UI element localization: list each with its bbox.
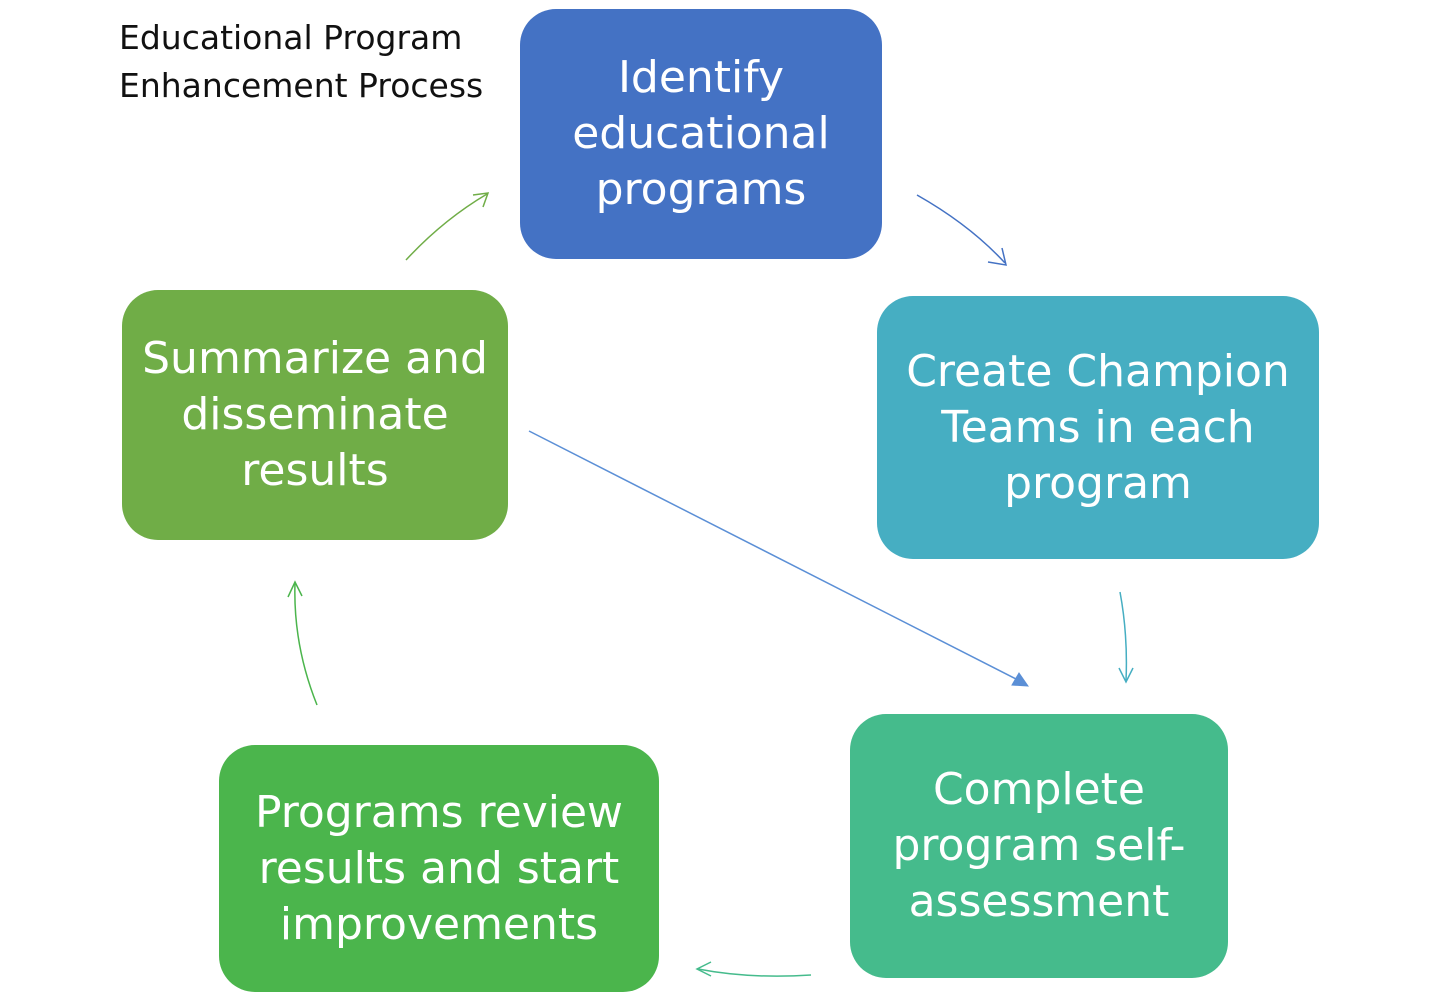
step-create-champion-teams: Create Champion Teams in each program xyxy=(877,296,1319,559)
arrow-review-to-summarize xyxy=(294,582,318,706)
step-complete-line-2: program self- xyxy=(892,820,1186,871)
diagram-title: Educational Program Enhancement Process xyxy=(119,14,499,110)
arrow-identify-to-create xyxy=(916,194,1006,264)
arrow-summarize-to-identify xyxy=(405,193,488,261)
step-complete-line-1: Complete xyxy=(932,764,1146,815)
step-identify-line-3: programs xyxy=(595,164,807,215)
step-complete-self-assessment: Complete program self- assessment xyxy=(850,714,1228,978)
step-summarize-line-1: Summarize and xyxy=(142,333,488,384)
step-summarize-line-3: results xyxy=(241,445,389,496)
arrowhead-review-to-summarize xyxy=(287,580,303,598)
step-create-line-2: Teams in each xyxy=(941,401,1255,453)
arrowhead-summarize-to-complete xyxy=(1011,672,1029,687)
arrowhead-identify-to-create xyxy=(987,247,1007,266)
step-create-line-1: Create Champion xyxy=(906,345,1290,397)
arrowhead-summarize-to-identify xyxy=(472,192,490,208)
step-review-line-1: Programs review xyxy=(254,786,624,838)
arrowhead-create-to-complete xyxy=(1118,667,1134,684)
step-review-line-2: results and start xyxy=(258,842,620,894)
arrow-complete-to-review xyxy=(697,968,812,977)
step-summarize-disseminate: Summarize and disseminate results xyxy=(122,290,508,540)
step-create-line-3: program xyxy=(1004,457,1192,509)
diagram-title-line-2: Enhancement Process xyxy=(119,66,484,105)
step-review-line-3: improvements xyxy=(279,898,599,950)
step-identify-line-1: Identify xyxy=(617,52,785,103)
arrowhead-complete-to-review xyxy=(695,961,712,977)
step-identify-line-2: educational xyxy=(572,108,830,159)
diagram-title-line-1: Educational Program xyxy=(119,18,463,57)
step-review-results: Programs review results and start improv… xyxy=(219,745,659,992)
step-complete-line-3: assessment xyxy=(908,876,1170,927)
step-identify-programs: Identify educational programs xyxy=(520,9,882,259)
step-summarize-line-2: disseminate xyxy=(181,389,449,440)
arrow-create-to-complete xyxy=(1119,591,1128,682)
